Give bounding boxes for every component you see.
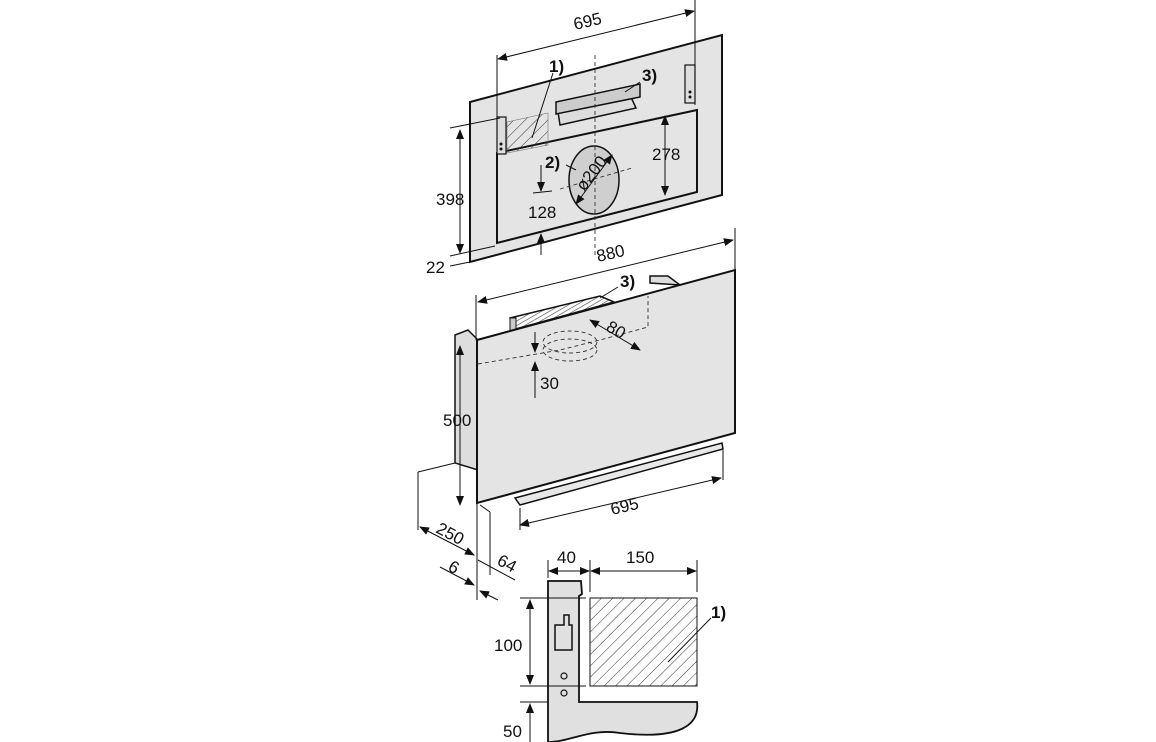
- keyhole-slot: [554, 614, 573, 651]
- mounting-bracket-left: [496, 116, 507, 155]
- hood-view: 880 3) 80 30 500 695 250 6 64: [417, 228, 736, 601]
- dim-250: 250: [433, 519, 467, 549]
- dim-695-bottom: 695: [609, 494, 641, 519]
- dim-50: 50: [503, 722, 522, 741]
- dim-6: 6: [445, 557, 462, 578]
- dim-30: 30: [540, 374, 559, 393]
- hood-callout-3: 3): [620, 272, 635, 291]
- hatched-area-detail: [589, 597, 698, 687]
- duct-outlet: [555, 83, 641, 126]
- mounting-bracket-right: [684, 64, 696, 104]
- back-bracket-left: [454, 329, 479, 472]
- hatched-area-1: [506, 112, 549, 154]
- dim-22: 22: [426, 258, 445, 277]
- detail-callout-1: 1): [711, 603, 726, 622]
- callout-1: 1): [549, 57, 564, 76]
- dim-278: 278: [652, 145, 680, 164]
- dim-695-top: 695: [572, 9, 604, 34]
- dim-100: 100: [494, 636, 522, 655]
- dim-500: 500: [443, 411, 471, 430]
- wall-view: 695 398 22 278 128 ø200 1) 2) 3): [426, 0, 723, 277]
- dim-880: 880: [595, 241, 627, 266]
- callout-3: 3): [642, 66, 657, 85]
- bracket-detail: 40 150 100 50 1): [494, 548, 726, 742]
- dim-128: 128: [528, 203, 556, 222]
- dim-64: 64: [494, 551, 520, 577]
- dim-150: 150: [626, 548, 654, 567]
- callout-2: 2): [545, 153, 560, 172]
- dim-398: 398: [436, 190, 464, 209]
- front-glass-panel: [476, 268, 736, 505]
- dim-40: 40: [557, 548, 576, 567]
- back-bracket-right: [649, 275, 683, 286]
- wall-bracket: [547, 580, 699, 742]
